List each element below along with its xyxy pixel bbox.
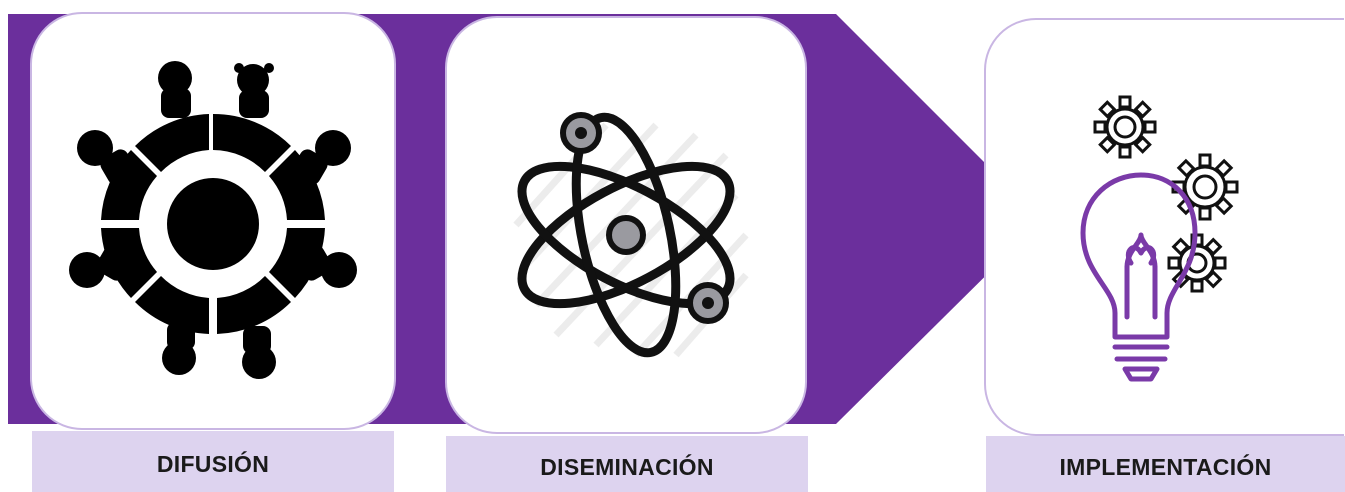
people-circle-icon: [69, 61, 357, 379]
diseminacion-label: DISEMINACIÓN: [446, 436, 808, 492]
difusion-label-text: DIFUSIÓN: [156, 451, 270, 477]
implementacion-card: [984, 18, 1344, 436]
difusion-label: DIFUSIÓN: [32, 431, 394, 492]
lightbulb-gears-icon: [1080, 95, 1239, 382]
atom-icon: [513, 112, 749, 358]
difusion-card: [30, 12, 396, 430]
implementacion-label: IMPLEMENTACIÓN: [986, 436, 1345, 492]
diseminacion-label-text: DISEMINACIÓN: [540, 453, 714, 480]
implementacion-label-text: IMPLEMENTACIÓN: [1059, 453, 1272, 480]
diseminacion-card: [445, 16, 807, 434]
